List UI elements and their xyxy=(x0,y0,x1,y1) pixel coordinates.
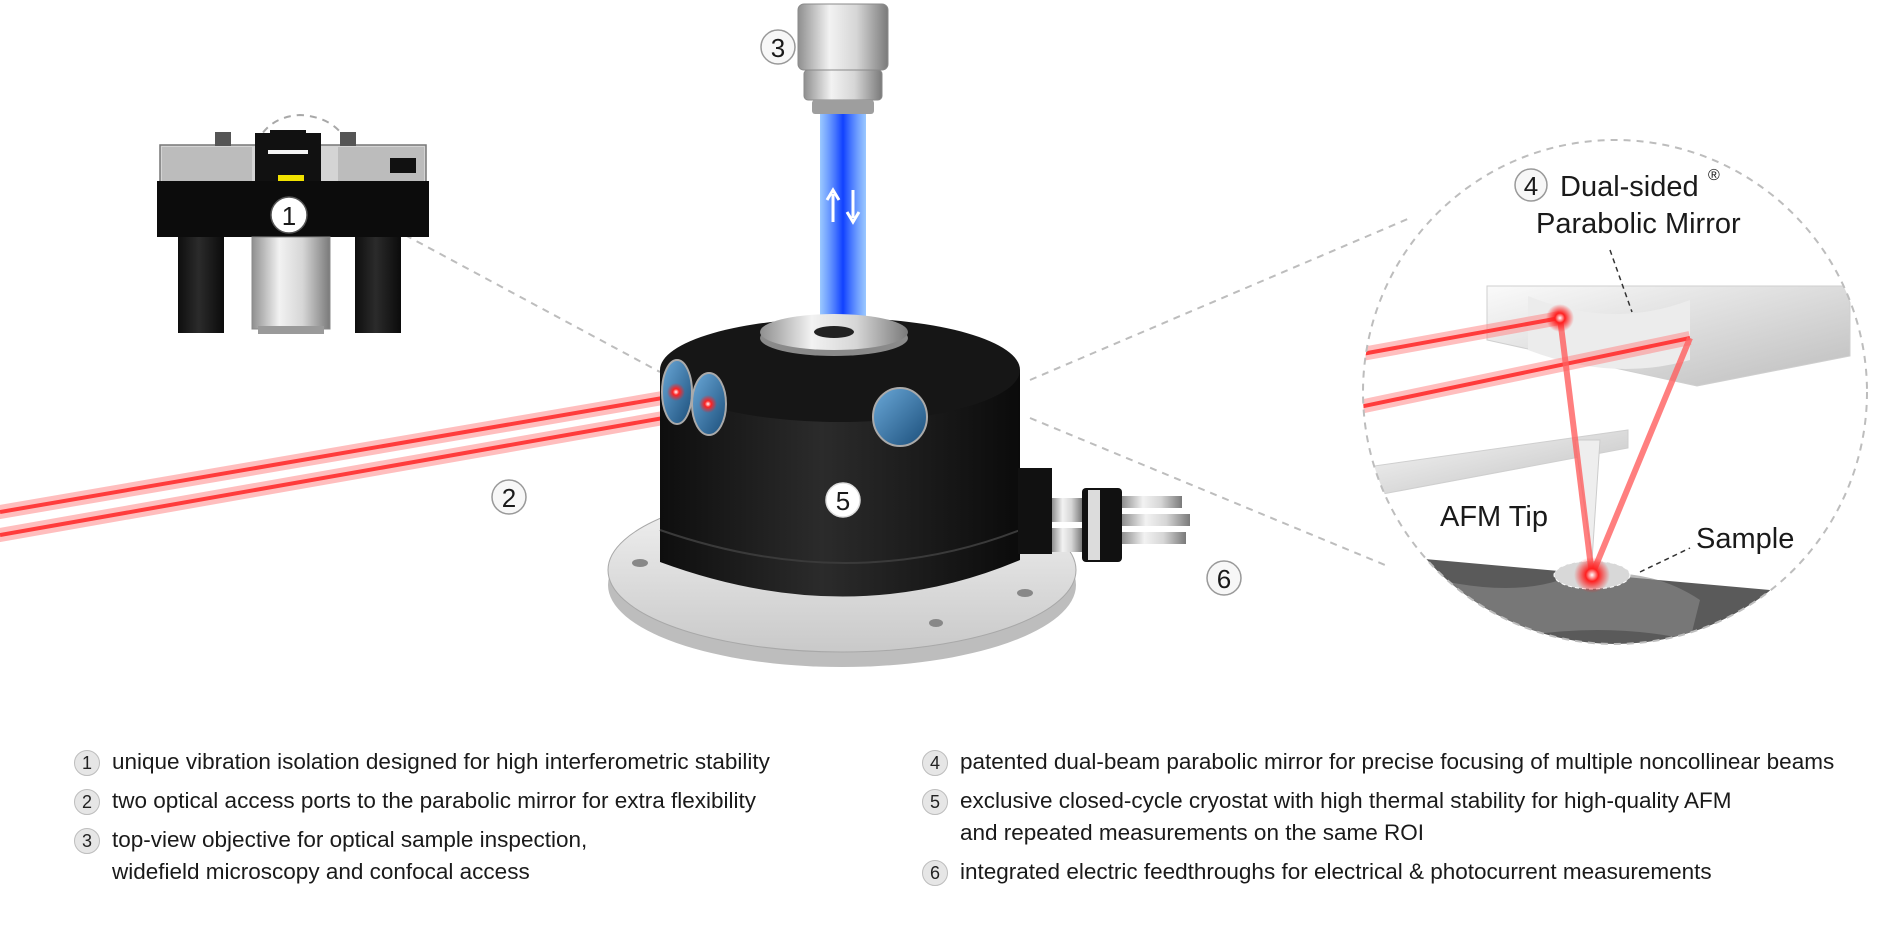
legend-item: 5 exclusive closed-cycle cryostat with h… xyxy=(922,785,1882,849)
blue-beam xyxy=(820,114,866,340)
legend-text: two optical access ports to the paraboli… xyxy=(112,788,756,813)
legend-item: 4 patented dual-beam parabolic mirror fo… xyxy=(922,746,1882,778)
legend-text: top-view objective for optical sample in… xyxy=(112,827,588,884)
legend-left: 1 unique vibration isolation designed fo… xyxy=(74,746,904,895)
registered-mark: ® xyxy=(1708,167,1720,184)
laser-beams xyxy=(0,388,727,542)
callout-6: 6 xyxy=(1206,560,1242,596)
callout-5: 5 xyxy=(825,482,861,518)
callout-2: 2 xyxy=(491,479,527,515)
legend-item: 6 integrated electric feedthroughs for e… xyxy=(922,856,1882,888)
sample-label: Sample xyxy=(1696,523,1794,555)
legend-item: 1 unique vibration isolation designed fo… xyxy=(74,746,904,778)
legend-number: 2 xyxy=(74,789,100,815)
mirror-label-line2: Parabolic Mirror xyxy=(1536,208,1741,240)
legend-number: 1 xyxy=(74,750,100,776)
legend-number: 6 xyxy=(922,860,948,886)
legend-text: integrated electric feedthroughs for ele… xyxy=(960,859,1712,884)
cryostat-body xyxy=(659,314,1052,597)
legend-item: 2 two optical access ports to the parabo… xyxy=(74,785,904,817)
legend-text: exclusive closed-cycle cryostat with hig… xyxy=(960,788,1732,845)
callout-1: 1 xyxy=(270,196,308,234)
callout-3: 3 xyxy=(760,29,796,65)
electric-feedthroughs xyxy=(1052,488,1190,562)
svg-text:5: 5 xyxy=(836,486,850,516)
top-view-objective xyxy=(797,3,889,114)
svg-text:3: 3 xyxy=(771,33,785,63)
svg-text:4: 4 xyxy=(1524,171,1538,201)
svg-text:1: 1 xyxy=(282,201,296,231)
svg-text:6: 6 xyxy=(1217,564,1231,594)
legend-number: 5 xyxy=(922,789,948,815)
afm-tip-label: AFM Tip xyxy=(1440,501,1548,533)
legend-number: 4 xyxy=(922,750,948,776)
legend-right: 4 patented dual-beam parabolic mirror fo… xyxy=(922,746,1882,895)
legend-item: 3 top-view objective for optical sample … xyxy=(74,824,904,888)
svg-text:2: 2 xyxy=(502,483,516,513)
mirror-label-line1: Dual-sided xyxy=(1560,171,1699,203)
legend-text: unique vibration isolation designed for … xyxy=(112,749,770,774)
callout-4: 4 xyxy=(1514,168,1548,202)
legend-number: 3 xyxy=(74,828,100,854)
legend-text: patented dual-beam parabolic mirror for … xyxy=(960,749,1835,774)
